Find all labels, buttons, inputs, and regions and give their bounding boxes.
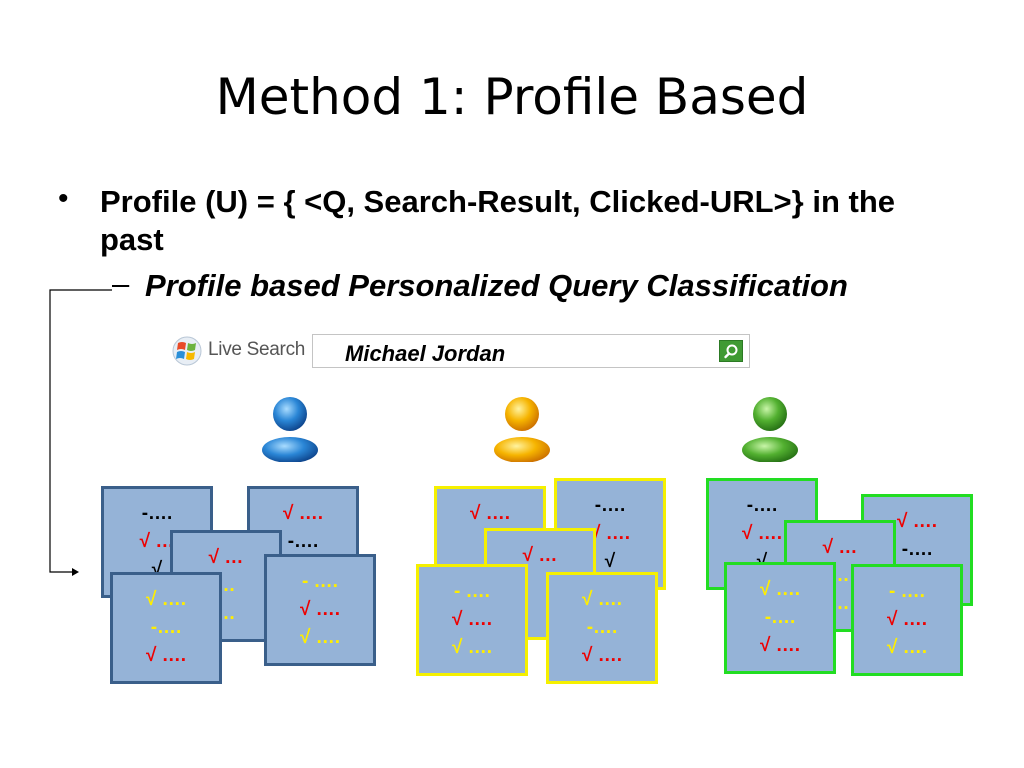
card-line: √ …. — [760, 635, 800, 656]
bullet-marker: • — [58, 182, 69, 215]
card-line: √ … — [522, 545, 558, 566]
card-line: √ …. — [146, 589, 186, 610]
card-line: -…. — [746, 495, 778, 516]
card-line: √ …. — [300, 627, 340, 648]
card-line: √ … — [139, 531, 175, 552]
profile-card-blue: √ …. -…. √ …. — [110, 572, 222, 684]
windows-flag-icon — [172, 336, 202, 366]
card-line: √ …. — [452, 609, 492, 630]
card-line: -…. — [287, 531, 319, 552]
card-line: - …. — [889, 581, 925, 602]
card-line: √ … — [208, 547, 244, 568]
card-line: -…. — [586, 617, 618, 638]
profile-card-yellow: - …. √ …. √ …. — [416, 564, 528, 676]
card-line: √ …. — [742, 523, 782, 544]
subbullet-text: Profile based Personalized Query Classif… — [145, 268, 848, 303]
card-line: √ …. — [897, 511, 937, 532]
card-line — [537, 601, 542, 623]
card-line: √ — [757, 551, 767, 573]
card-line: √ …. — [283, 503, 323, 524]
search-query: Michael Jordan — [345, 341, 506, 366]
user-yellow-person-icon — [494, 397, 550, 462]
card-line: √ …. — [590, 523, 630, 544]
card-line — [537, 573, 542, 595]
search-input[interactable]: Michael Jordan — [312, 334, 750, 368]
card-line: √ …. — [887, 609, 927, 630]
card-line: √ …. — [300, 599, 340, 620]
user-blue-person-icon — [262, 397, 318, 462]
search-button[interactable] — [719, 340, 743, 362]
card-line: √ …. — [582, 645, 622, 666]
card-line: √ …. — [146, 645, 186, 666]
card-line: -…. — [150, 617, 182, 638]
card-line: -…. — [141, 503, 173, 524]
card-line: - …. — [302, 571, 338, 592]
profile-card-yellow: √ …. -…. √ …. — [546, 572, 658, 684]
card-line: √ … — [822, 537, 858, 558]
magnifier-icon — [724, 344, 738, 359]
live-search-logo: Live Search — [208, 339, 306, 360]
user-green-person-icon — [742, 397, 798, 462]
slide-title: Method 1: Profile Based — [215, 68, 809, 126]
card-line: √ …. — [760, 579, 800, 600]
card-line: - …. — [454, 581, 490, 602]
card-line: -…. — [901, 539, 933, 560]
card-line: √ — [151, 559, 163, 580]
profile-card-blue: - …. √ …. √ …. — [264, 554, 376, 666]
card-line: √ …. — [470, 503, 510, 524]
bullet-text: Profile (U) = { <Q, Search-Result, Click… — [100, 184, 895, 257]
card-line: √ …. — [582, 589, 622, 610]
card-line: √ — [604, 551, 616, 572]
card-line: -…. — [594, 495, 626, 516]
card-line: -…. — [764, 607, 796, 628]
subbullet-marker: – — [112, 266, 130, 301]
profile-card-green: - …. √ …. √ …. — [851, 564, 963, 676]
card-line: √ …. — [887, 637, 927, 658]
profile-card-green: √ …. -…. √ …. — [724, 562, 836, 674]
card-line: √ …. — [452, 637, 492, 658]
